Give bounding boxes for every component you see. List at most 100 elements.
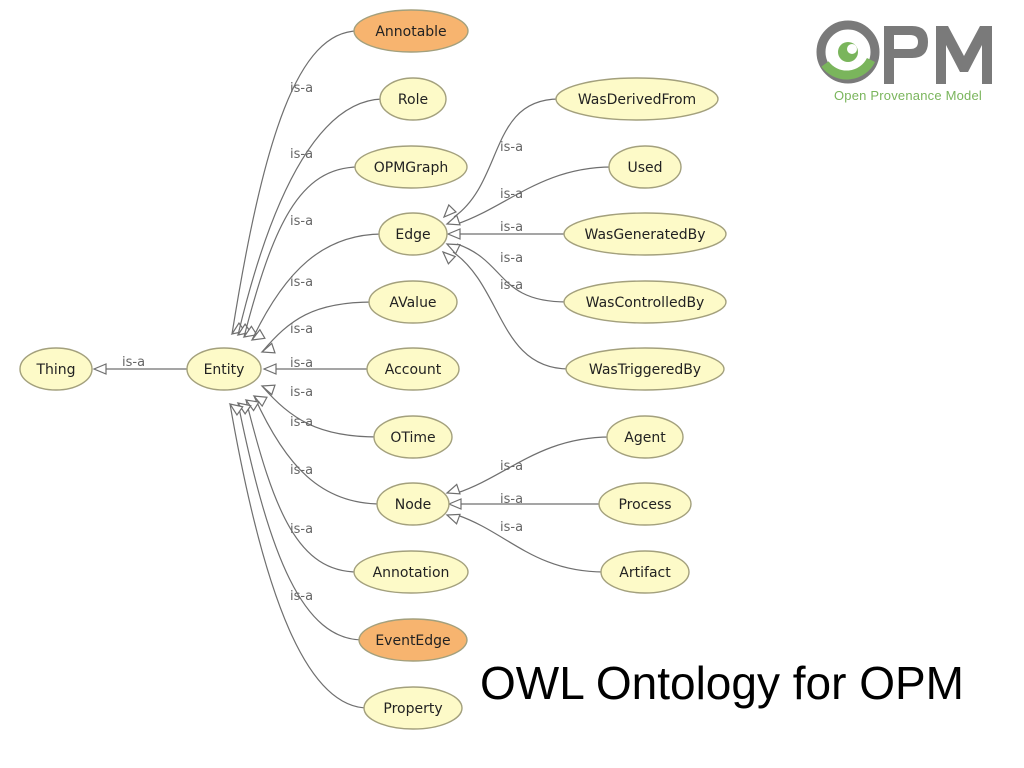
node-wasgeneratedby[interactable]: WasGeneratedBy	[563, 212, 727, 256]
node-artifact-label: Artifact	[619, 565, 671, 581]
node-agent[interactable]: Agent	[606, 415, 684, 459]
node-annotable[interactable]: Annotable	[353, 9, 469, 53]
node-wastriggeredby-label: WasTriggeredBy	[589, 362, 701, 378]
node-property-shape	[363, 686, 463, 730]
arrowhead-edge-entity	[250, 328, 266, 341]
node-annotation-label: Annotation	[373, 565, 450, 581]
node-process-label: Process	[618, 497, 671, 513]
node-opmgraph-shape	[354, 145, 468, 189]
node-otime[interactable]: OTime	[373, 415, 453, 459]
node-role[interactable]: Role	[379, 77, 447, 121]
edge-avalue-entity	[261, 301, 374, 353]
slide-title: OWL Ontology for OPM	[480, 657, 964, 709]
arrowhead-process-node	[447, 498, 462, 510]
node-wasderivedfrom-shape	[555, 77, 719, 121]
node-thing-shape	[19, 347, 93, 391]
node-thing-label: Thing	[35, 362, 75, 378]
arrowhead-artifact-node	[445, 513, 461, 525]
node-avalue[interactable]: AValue	[368, 280, 458, 324]
edge-label-entity-thing: is-a	[122, 355, 145, 370]
node-edge-label: Edge	[395, 227, 430, 243]
node-account[interactable]: Account	[366, 347, 460, 391]
opm-logo: Open Provenance Model	[808, 14, 1008, 106]
edge-label-edge-entity: is-a	[290, 275, 313, 290]
node-opmgraph[interactable]: OPMGraph	[354, 145, 468, 189]
edge-label-avalue-entity: is-a	[290, 322, 313, 337]
edge-label-annotation-entity: is-a	[290, 463, 313, 478]
edge-label-annotable-entity: is-a	[290, 81, 313, 96]
node-eventedge[interactable]: EventEdge	[358, 618, 468, 662]
node-account-shape	[366, 347, 460, 391]
edge-wascontrolledby-edge	[456, 243, 568, 303]
node-artifact[interactable]: Artifact	[600, 550, 690, 594]
node-avalue-shape	[368, 280, 458, 324]
node-entity-shape	[186, 347, 262, 391]
edge-property-entity	[229, 403, 369, 709]
arrowhead-opmgraph-entity	[242, 325, 258, 338]
node-node-label: Node	[395, 497, 432, 513]
edge-label-opmgraph-entity: is-a	[290, 214, 313, 229]
edge-label-used-edge: is-a	[500, 187, 523, 202]
node-eventedge-label: EventEdge	[375, 633, 450, 649]
node-account-label: Account	[385, 362, 442, 378]
arrowhead-agent-node	[445, 483, 461, 495]
edge-node-entity	[253, 395, 382, 505]
edge-label-node-entity: is-a	[290, 415, 313, 430]
edge-annotable-entity	[231, 30, 359, 335]
node-process[interactable]: Process	[598, 482, 692, 526]
edge-role-entity	[237, 98, 385, 336]
logo-tagline: Open Provenance Model	[833, 88, 982, 103]
edge-label-property-entity: is-a	[290, 589, 313, 604]
node-eventedge-shape	[358, 618, 468, 662]
edge-label-artifact-node: is-a	[500, 520, 523, 535]
edge-annotation-entity	[245, 399, 359, 573]
node-wastriggeredby[interactable]: WasTriggeredBy	[565, 347, 725, 391]
edge-label-role-entity: is-a	[290, 147, 313, 162]
edge-otime-entity	[261, 385, 379, 438]
node-annotable-shape	[353, 9, 469, 53]
node-annotation-shape	[353, 550, 469, 594]
node-node[interactable]: Node	[376, 482, 450, 526]
edge-label-process-node: is-a	[500, 492, 523, 507]
node-used[interactable]: Used	[608, 145, 682, 189]
node-thing[interactable]: Thing	[19, 347, 93, 391]
arrowhead-node-entity	[252, 395, 268, 408]
edge-label-wasgeneratedby-edge: is-a	[500, 220, 523, 235]
edge-artifact-node	[456, 514, 605, 573]
edge-label-otime-entity: is-a	[290, 385, 313, 400]
node-wascontrolledby[interactable]: WasControlledBy	[563, 280, 727, 324]
node-otime-label: OTime	[390, 430, 435, 446]
node-used-label: Used	[627, 160, 662, 176]
node-annotable-label: Annotable	[375, 24, 446, 40]
node-wascontrolledby-shape	[563, 280, 727, 324]
node-edge-shape	[378, 212, 448, 256]
node-property[interactable]: Property	[363, 686, 463, 730]
node-entity[interactable]: Entity	[186, 347, 262, 391]
edge-labels-layer: is-a is-a is-a is-a is-a is-a is-a is-a is-a is-a…	[122, 81, 523, 604]
arrowhead-entity-thing	[92, 363, 107, 375]
arrowhead-wastriggeredby-edge	[441, 250, 457, 265]
node-role-shape	[379, 77, 447, 121]
node-wasderivedfrom[interactable]: WasDerivedFrom	[555, 77, 719, 121]
node-node-shape	[376, 482, 450, 526]
node-property-label: Property	[383, 701, 442, 717]
edge-label-wastriggeredby-edge: is-a	[500, 278, 523, 293]
node-annotation[interactable]: Annotation	[353, 550, 469, 594]
edge-wasderivedfrom-edge	[453, 98, 560, 218]
arrowhead-wasgeneratedby-edge	[446, 228, 461, 240]
node-entity-label: Entity	[204, 362, 245, 378]
node-process-shape	[598, 482, 692, 526]
edges-layer	[92, 30, 613, 709]
node-wasderivedfrom-label: WasDerivedFrom	[578, 92, 696, 108]
node-used-shape	[608, 145, 682, 189]
arrowhead-wascontrolledby-edge	[445, 243, 461, 255]
edge-opmgraph-entity	[243, 166, 360, 338]
node-agent-shape	[606, 415, 684, 459]
arrowhead-wasderivedfrom-edge	[442, 203, 458, 219]
node-wasgeneratedby-shape	[563, 212, 727, 256]
edge-label-agent-node: is-a	[500, 459, 523, 474]
nodes-layer: Thing Entity AnnotableRoleOPMGraphEdgeAVal…	[19, 9, 727, 730]
arrowhead-property-entity	[228, 403, 244, 417]
node-edge[interactable]: Edge	[378, 212, 448, 256]
